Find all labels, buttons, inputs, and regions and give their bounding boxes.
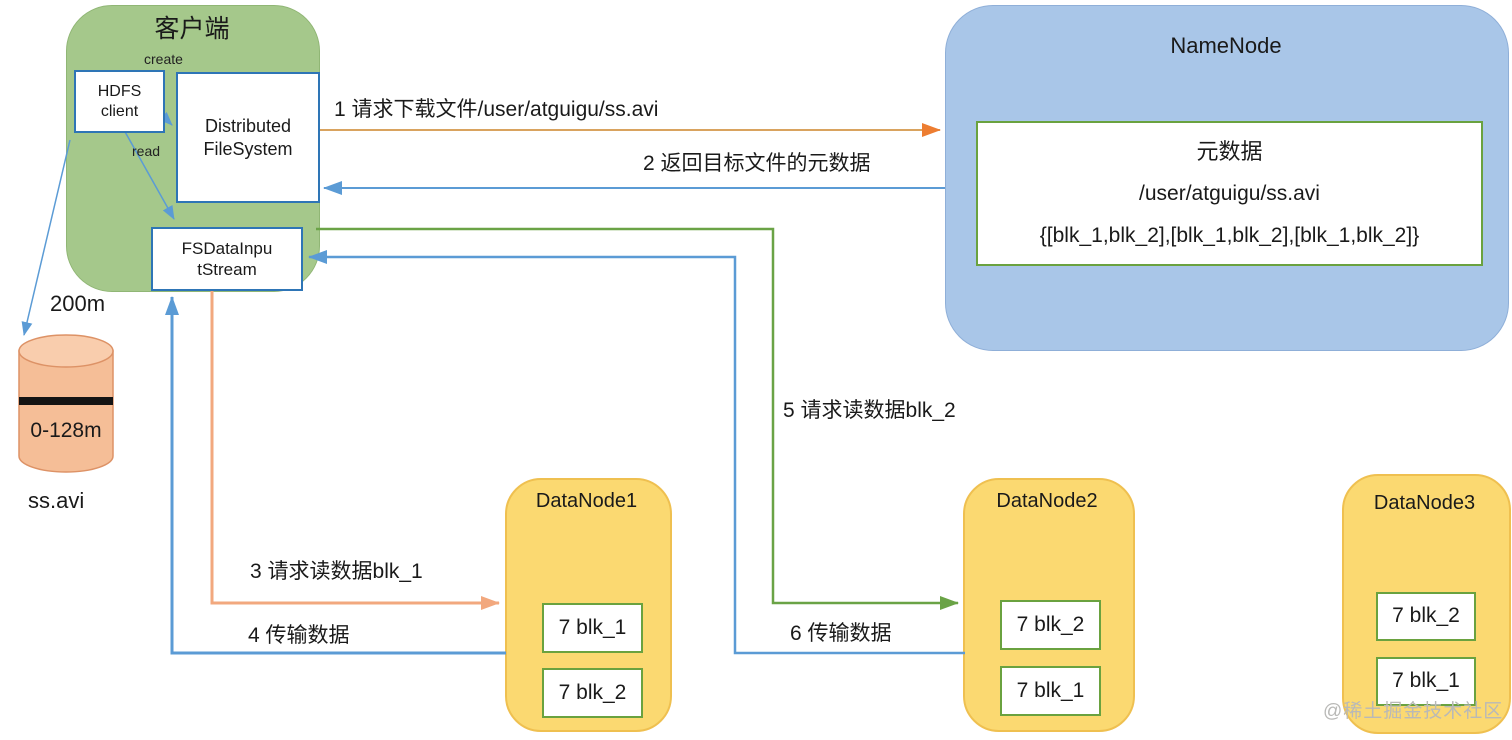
datanode2-title: DataNode2 xyxy=(996,490,1098,512)
file-cylinder xyxy=(18,334,114,473)
create-label: create xyxy=(144,51,183,67)
stream-line1: FSDataInpu xyxy=(181,238,273,258)
file-block-range-label: 0-128m xyxy=(30,419,102,442)
dfs-line1: Distributed xyxy=(204,116,292,136)
distributed-filesystem-box: Distributed FileSystem xyxy=(176,72,320,203)
step6-label: 6 传输数据 xyxy=(790,622,892,645)
hdfs-client-box: HDFS client xyxy=(74,70,165,133)
dfs-line2: FileSystem xyxy=(203,138,293,159)
datanode2-block1: 7 blk_2 xyxy=(1000,600,1101,650)
metadata-path: /user/atguigu/ss.avi xyxy=(1139,182,1320,205)
namenode-title: NameNode xyxy=(1170,33,1282,58)
datanode3-title: DataNode3 xyxy=(1373,492,1476,514)
metadata-blocks: {[blk_1,blk_2],[blk_1,blk_2],[blk_1,blk_… xyxy=(1039,223,1420,247)
client-title: 客户端 xyxy=(154,15,230,43)
read-label: read xyxy=(132,143,161,159)
file-size-label: 200m xyxy=(50,291,106,316)
step5-label: 5 请求读数据blk_2 xyxy=(783,399,956,422)
file-name-label: ss.avi xyxy=(28,488,85,513)
metadata-title: 元数据 xyxy=(1196,139,1263,165)
block-split-band xyxy=(19,397,113,405)
step1-label: 1 请求下载文件/user/atguigu/ss.avi xyxy=(334,98,659,121)
stream-line2: tStream xyxy=(197,260,257,279)
datanode2-block2: 7 blk_1 xyxy=(1000,666,1101,716)
hdfs-client-line2: client xyxy=(100,102,139,120)
arrow-step4 xyxy=(165,296,506,655)
step3-label: 3 请求读数据blk_1 xyxy=(250,560,423,583)
datanode3-block2: 7 blk_1 xyxy=(1376,657,1476,706)
datanode1-title: DataNode1 xyxy=(535,490,638,512)
datanode1-block1: 7 blk_1 xyxy=(542,603,643,653)
step2-label: 2 返回目标文件的元数据 xyxy=(643,152,871,175)
step4-label: 4 传输数据 xyxy=(248,624,350,647)
hdfs-client-line1: HDFS xyxy=(97,82,142,100)
datanode3-block1: 7 blk_2 xyxy=(1376,592,1476,641)
metadata-box: 元数据 /user/atguigu/ss.avi {[blk_1,blk_2],… xyxy=(976,121,1483,266)
fsdata-input-stream-box: FSDataInpu tStream xyxy=(151,227,303,291)
watermark: @稀土掘金技术社区 xyxy=(1323,701,1504,722)
datanode1-block2: 7 blk_2 xyxy=(542,668,643,718)
